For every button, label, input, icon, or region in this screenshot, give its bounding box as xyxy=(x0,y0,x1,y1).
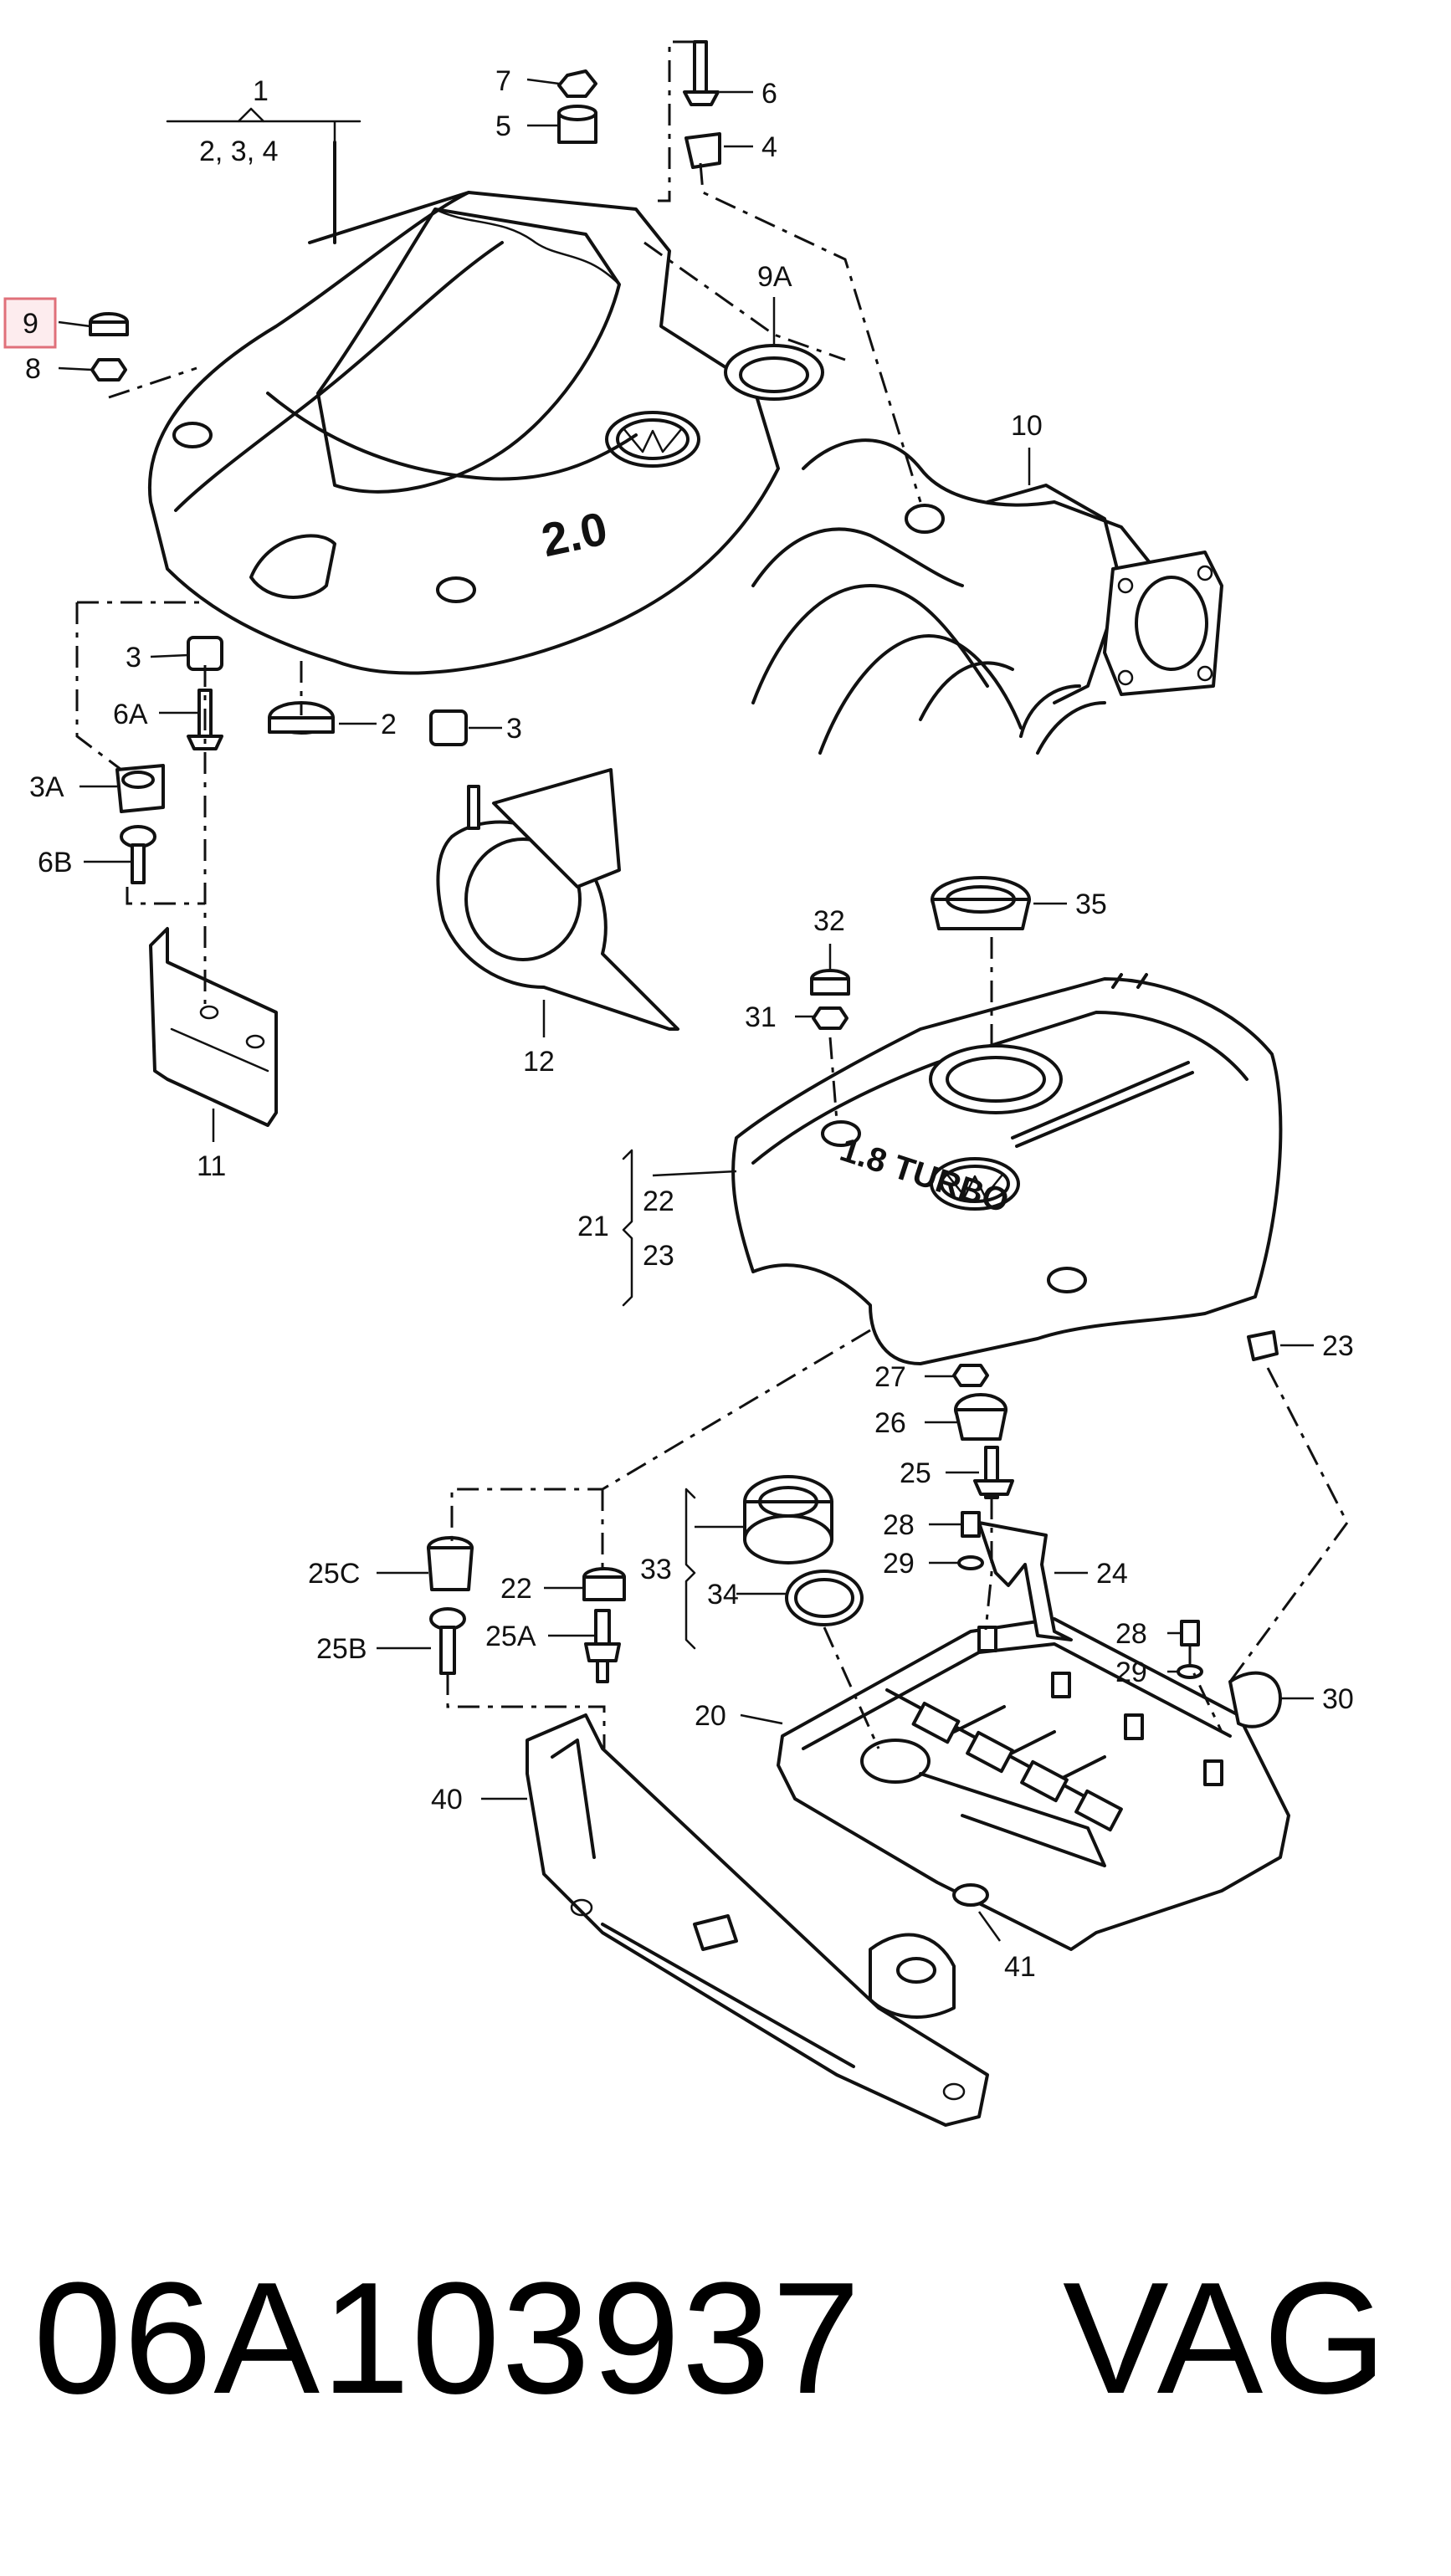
callout-4: 4 xyxy=(761,131,777,163)
callout-21: 21 xyxy=(577,1211,609,1242)
callout-30: 30 xyxy=(1322,1683,1354,1715)
seal-34 xyxy=(785,1570,864,1626)
callout-8: 8 xyxy=(25,353,41,385)
grommet-26 xyxy=(954,1393,1007,1441)
grommet-3a xyxy=(115,764,165,813)
callout-3-mid: 3 xyxy=(506,713,522,745)
bush-25c xyxy=(427,1536,474,1591)
bracket-24 xyxy=(977,1521,1073,1641)
grommet-35 xyxy=(931,876,1031,930)
callout-41: 41 xyxy=(1004,1951,1036,1983)
leader-lines xyxy=(58,78,1314,1942)
callout-32: 32 xyxy=(813,905,845,937)
callout-6b: 6B xyxy=(38,847,73,878)
intake-manifold xyxy=(751,438,1223,755)
highlight-box xyxy=(3,297,57,349)
grommet-9a xyxy=(724,344,824,401)
clip-23-right xyxy=(1247,1330,1279,1361)
callout-2: 2 xyxy=(381,709,397,740)
bolt-28-bottom xyxy=(1180,1620,1200,1646)
callout-1-subparts: 2, 3, 4 xyxy=(199,136,279,167)
callout-40: 40 xyxy=(431,1784,463,1815)
duct-40 xyxy=(526,1713,989,2127)
bush-4 xyxy=(684,132,721,169)
callout-29-top: 29 xyxy=(883,1548,915,1580)
bush-3-mid xyxy=(429,709,468,746)
valve-cover xyxy=(777,1617,1290,1951)
callout-24: 24 xyxy=(1096,1558,1128,1590)
washer-29-bottom xyxy=(1177,1664,1203,1679)
bush-5 xyxy=(557,105,597,144)
nut-31 xyxy=(812,1006,849,1030)
bolt-6b xyxy=(120,825,156,884)
bush-3-left xyxy=(187,636,223,671)
callout-22-lower: 22 xyxy=(500,1573,532,1605)
washer-29-top xyxy=(957,1555,984,1570)
nut-27 xyxy=(952,1364,989,1387)
callout-6: 6 xyxy=(761,78,777,110)
callout-33: 33 xyxy=(640,1554,672,1585)
callout-22-upper: 22 xyxy=(643,1186,674,1217)
engine-cover-1-8-turbo: 1.8 TURBO xyxy=(731,973,1283,1365)
callout-11: 11 xyxy=(197,1150,226,1182)
callout-31: 31 xyxy=(745,1001,777,1033)
callout-25b: 25B xyxy=(316,1633,367,1665)
callout-29-bottom: 29 xyxy=(1115,1657,1147,1688)
bush-22 xyxy=(582,1567,626,1601)
brand-name: VAG xyxy=(1063,2250,1387,2427)
callout-25: 25 xyxy=(900,1457,931,1489)
callout-34: 34 xyxy=(707,1579,739,1611)
cap-30 xyxy=(1228,1671,1282,1728)
callout-25a: 25A xyxy=(485,1621,536,1652)
callout-3a: 3A xyxy=(29,771,64,803)
callout-28-top: 28 xyxy=(883,1509,915,1541)
callout-23-right: 23 xyxy=(1322,1330,1354,1362)
callout-20: 20 xyxy=(695,1700,726,1732)
callout-10: 10 xyxy=(1011,410,1043,442)
callout-7: 7 xyxy=(495,65,511,97)
callout-23-upper: 23 xyxy=(643,1240,674,1272)
stud-6 xyxy=(683,40,720,106)
callout-28-bottom: 28 xyxy=(1115,1618,1147,1650)
bolt-25b xyxy=(429,1607,466,1675)
cap-32 xyxy=(810,969,850,996)
callout-3-left: 3 xyxy=(126,642,141,673)
grommet-2 xyxy=(268,701,335,735)
callout-6a: 6A xyxy=(113,699,148,730)
assembly-lines xyxy=(75,40,1349,1749)
callout-27: 27 xyxy=(874,1361,906,1393)
bolt-28-top xyxy=(961,1511,981,1538)
callout-12: 12 xyxy=(523,1046,555,1078)
callout-26: 26 xyxy=(874,1407,906,1439)
callout-5: 5 xyxy=(495,110,511,142)
engine-cover-2-0: 2.0 xyxy=(147,191,780,675)
callout-9a: 9A xyxy=(757,261,792,293)
nut-7 xyxy=(557,69,597,98)
bracket-12 xyxy=(436,768,679,1031)
callout-labels: 1 2, 3, 4 7 5 6 4 9 8 9A 10 3 6A 3A 6B 2… xyxy=(23,65,1354,1983)
stud-25a xyxy=(584,1609,621,1683)
stud-25 xyxy=(973,1446,1014,1499)
callout-25c: 25C xyxy=(308,1558,360,1590)
callout-9: 9 xyxy=(23,308,38,340)
part-number: 06A103937 xyxy=(33,2250,863,2427)
cap-9 xyxy=(89,312,129,336)
callout-1: 1 xyxy=(253,75,269,107)
bracket-11 xyxy=(149,927,278,1127)
callout-35: 35 xyxy=(1075,889,1107,920)
oil-filler-cap-33 xyxy=(743,1475,833,1565)
nut-8 xyxy=(90,358,127,382)
